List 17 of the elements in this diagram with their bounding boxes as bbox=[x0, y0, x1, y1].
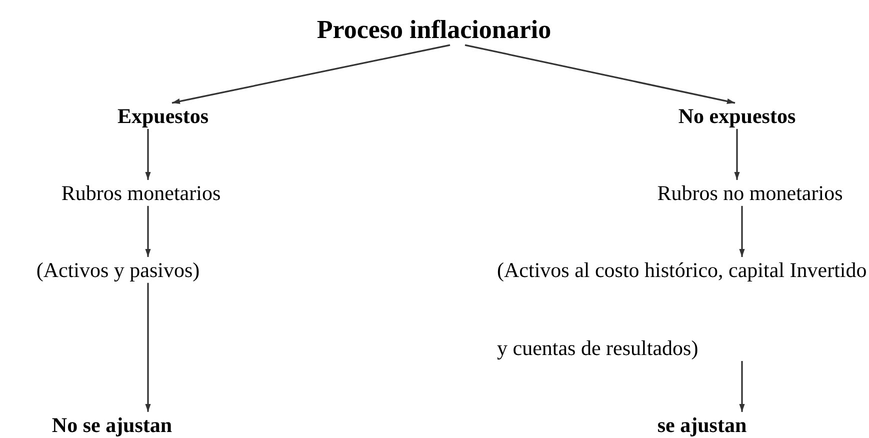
node-text: (Activos y pasivos) bbox=[36, 258, 200, 282]
arrow bbox=[145, 128, 151, 180]
arrow bbox=[739, 206, 745, 257]
heading-text: Expuestos bbox=[117, 104, 209, 128]
node-text: Rubros monetarios bbox=[61, 180, 221, 205]
arrow bbox=[464, 44, 736, 104]
node-text: (Activos al costo histórico, capital Invertido y cuentas de resultados) bbox=[497, 258, 867, 360]
arrow bbox=[145, 206, 151, 257]
heading-text: No expuestos bbox=[678, 104, 796, 128]
heading-text: No se ajustan bbox=[52, 412, 172, 437]
node-text: Rubros no monetarios bbox=[657, 180, 843, 205]
arrow bbox=[145, 282, 151, 412]
arrow bbox=[739, 361, 745, 412]
arrow bbox=[734, 128, 740, 180]
heading-text: Proceso inflacionario bbox=[316, 15, 552, 44]
heading-text: se ajustan bbox=[657, 412, 747, 437]
arrow bbox=[172, 44, 450, 104]
